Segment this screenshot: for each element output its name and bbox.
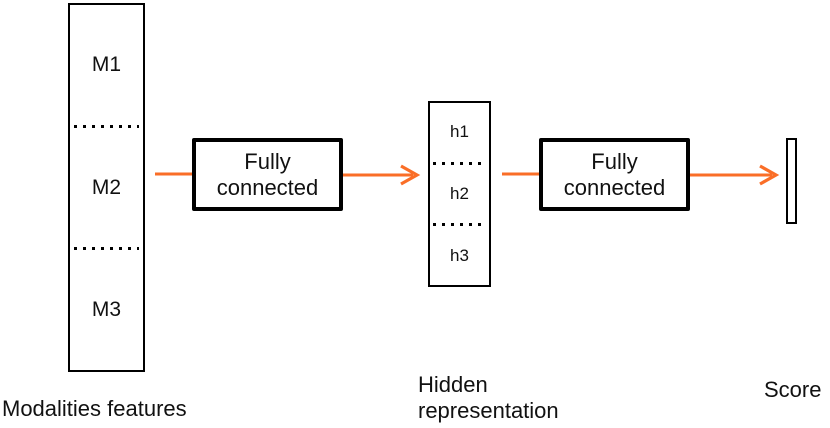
flow-line-3 — [501, 159, 541, 189]
hidden-cell-h2: h2 — [450, 184, 469, 203]
dotted-separator — [433, 161, 486, 165]
fully-connected-box-1: Fully connected — [192, 138, 343, 211]
modalities-features-label: Modalities features — [2, 396, 187, 421]
fully-connected-label: Fully connected — [216, 148, 319, 200]
dotted-separator — [433, 223, 486, 227]
hidden-cell-h1: h1 — [450, 122, 469, 142]
fully-connected-label: Fully connected — [563, 148, 666, 200]
modalities-features-rect: M1 M2 M3 — [68, 3, 145, 372]
hidden-representation-label: Hidden representation — [418, 372, 559, 423]
dotted-separator — [74, 124, 139, 128]
score-bar — [786, 138, 797, 224]
dotted-separator — [74, 247, 139, 251]
fully-connected-box-2: Fully connected — [539, 138, 690, 211]
flow-arrow-4 — [690, 160, 780, 190]
flow-arrow-2 — [343, 160, 421, 190]
modality-cell-m1: M1 — [91, 52, 122, 76]
flow-line-1 — [154, 159, 194, 189]
score-label: Score — [764, 377, 822, 402]
modality-cell-m3: M3 — [91, 298, 122, 322]
hidden-cell-h3: h3 — [450, 245, 469, 265]
modality-cell-m2: M2 — [91, 175, 122, 199]
hidden-representation-rect: h1 h2 h3 — [428, 101, 491, 287]
